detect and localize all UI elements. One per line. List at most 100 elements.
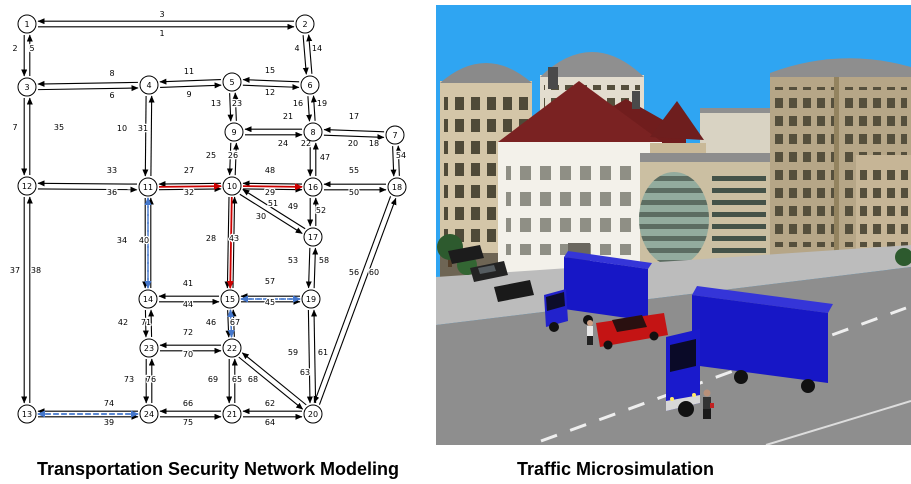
pedestrian-1-head [587,320,593,326]
truck-near-wheel-2 [734,370,748,384]
graph-node-12 [17,176,37,196]
edge-22-20 [238,356,304,410]
edge-label: 32 [184,188,194,197]
graph-node-label-15: 15 [225,295,235,304]
edge-label: 9 [186,90,191,99]
parked-cars [448,245,534,302]
graph-node-label-12: 12 [22,182,32,191]
edge-label: 39 [104,418,114,427]
edge-label: 6 [109,91,114,100]
edge-label: 59 [288,348,298,357]
pedestrian-1 [587,320,593,345]
edge-label: 36 [107,188,117,197]
edge-10-9 [233,142,240,176]
edge-highlight-red-11-10 [158,182,223,190]
edge-label: 34 [117,236,127,245]
edge-label: 49 [288,202,298,211]
edge-label: 25 [206,151,216,160]
building-modern-glass [639,153,770,266]
edge-label: 76 [146,375,156,384]
edge-10-15 [224,196,231,289]
edge-label: 10 [117,124,127,133]
edge-label: 3 [159,10,164,19]
graph-node-10 [222,176,242,196]
graph-node-19 [301,289,321,309]
edge-17-19 [305,247,312,289]
graph-node-label-10: 10 [227,182,237,191]
edge-label: 50 [349,188,359,197]
edge-label: 33 [107,166,117,175]
graph-node-24 [139,404,159,424]
edge-label: 73 [124,375,134,384]
edge-label: 53 [288,256,298,265]
edge-label: 23 [232,99,242,108]
graph-node-6 [300,75,320,95]
edge-label: 22 [301,139,311,148]
edge-label: 19 [317,99,327,108]
block-roof [700,108,770,115]
edge-label: 64 [265,418,275,427]
graph-node-16 [303,177,323,197]
edge-16-10 [242,180,303,187]
graph-node-label-22: 22 [227,344,237,353]
edge-label: 60 [369,268,379,277]
graph-node-11 [138,177,158,197]
graph-node-23 [139,338,159,358]
edge-label: 38 [31,266,41,275]
edge-label: 75 [183,418,193,427]
graph-node-3 [17,77,37,97]
edge-label: 67 [230,318,240,327]
graph-node-13 [17,404,37,424]
graph-node-18 [387,177,407,197]
graph-node-label-24: 24 [144,410,154,419]
graph-node-1 [17,14,37,34]
graph-node-label-3: 3 [24,83,29,92]
edge-highlight-blue-22-15 [227,308,235,338]
chimney-1 [548,67,558,89]
truck-near-wheel-1 [678,401,694,417]
graph-node-label-19: 19 [306,295,316,304]
graph-node-label-9: 9 [231,128,236,137]
edge-6-5 [242,76,300,83]
graph-node-9 [224,122,244,142]
edge-label: 57 [265,277,275,286]
edge-label: 12 [265,88,275,97]
edge-label: 24 [278,139,288,148]
edge-11-4 [148,95,155,177]
edge-15-22 [225,310,232,338]
left-caption: Transportation Security Network Modeling [36,459,400,479]
graph-node-20 [303,404,323,424]
graph-node-label-4: 4 [146,81,151,90]
edge-label: 69 [208,375,218,384]
edge-10-16 [242,186,303,193]
edge-label: 61 [318,348,328,357]
maroon-roof [498,81,662,142]
edge-5-4 [159,78,221,85]
edge-12-11 [37,186,138,193]
edge-8-7 [323,134,385,141]
edge-label: 20 [348,139,358,148]
edge-20-18 [318,197,397,405]
graph-node-2 [295,14,315,34]
truck-near-wheel-3 [801,379,815,393]
truck-far-box [564,257,648,321]
edge-label: 68 [248,375,258,384]
edge-4-5 [160,82,222,89]
graph-node-22 [222,338,242,358]
parked-car-2-window [478,265,496,274]
red-car [596,313,668,350]
edge-label: 48 [265,166,275,175]
graph-node-label-18: 18 [392,183,402,192]
red-car-wheel-1 [603,340,613,350]
right-divider [834,77,839,255]
edge-label: 74 [104,399,114,408]
edge-label: 71 [141,318,151,327]
edge-19-17 [312,247,319,289]
building-right-cluster [770,58,911,255]
lane-dashed-line [540,306,907,443]
modern-window-bands [712,173,766,253]
graph-node-label-2: 2 [302,20,307,29]
edge-label: 70 [183,350,193,359]
edge-label: 35 [54,123,64,132]
